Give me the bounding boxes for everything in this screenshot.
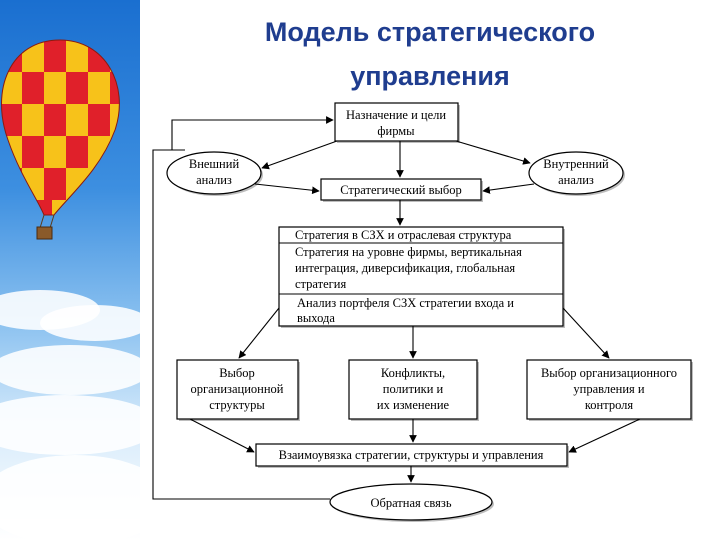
strategy-firm-line-3: стратегия [295,277,346,291]
org-control-line-2: управления и [573,382,645,396]
page-title: Модель стратегического управления [140,10,720,98]
internal-analysis-ellipse: Внутренний анализ [528,151,624,195]
sky-background [0,0,140,540]
external-analysis-ellipse: Внешний анализ [166,151,262,195]
org-control-line-3: контроля [585,398,634,412]
org-structure-line-1: Выбор [219,366,255,380]
conflicts-line-1: Конфликты, [381,366,445,380]
feedback-ellipse: Обратная связь [329,483,493,521]
org-structure-box: Выбор организационной структуры [176,359,299,420]
page-title-line-1: Модель стратегического [264,17,596,47]
strategy-firm-line-1: Стратегия на уровне фирмы, вертикальная [295,245,522,259]
org-structure-line-3: структуры [209,398,265,412]
external-line-2: анализ [196,173,232,187]
conflicts-line-2: политики и [383,382,444,396]
conflicts-line-3: их изменение [377,398,450,412]
internal-line-2: анализ [558,173,594,187]
strategy-sbu-label: Стратегия в СЗХ и отраслевая структура [295,228,512,242]
strategic-choice-box: Стратегический выбор [320,178,482,201]
page-title-line-2: управления [350,61,510,91]
connectors [152,116,641,500]
strategy-block: Стратегия в СЗХ и отраслевая структура С… [278,226,564,327]
hot-air-balloon-icon [1,39,120,240]
org-control-line-1: Выбор организационного [541,366,677,380]
portfolio-line-1: Анализ портфеля СЗХ стратегии входа и [297,296,514,310]
org-structure-line-2: организационной [191,382,284,396]
strategy-firm-line-2: интеграция, диверсификация, глобальная [295,261,515,275]
goals-box: Назначение и цели фирмы [334,102,459,142]
conflicts-box: Конфликты, политики и их изменение [348,359,478,420]
external-line-1: Внешний [189,157,240,171]
portfolio-line-2: выхода [297,311,335,325]
goals-line-1: Назначение и цели [346,108,446,122]
feedback-label: Обратная связь [370,496,451,510]
integration-label: Взаимоувязка стратегии, структуры и упра… [279,448,544,462]
strategic-choice-label: Стратегический выбор [340,183,462,197]
internal-line-1: Внутренний [543,157,609,171]
org-control-box: Выбор организационного управления и конт… [526,359,692,420]
goals-line-2: фирмы [377,124,415,138]
integration-box: Взаимоувязка стратегии, структуры и упра… [255,443,568,467]
